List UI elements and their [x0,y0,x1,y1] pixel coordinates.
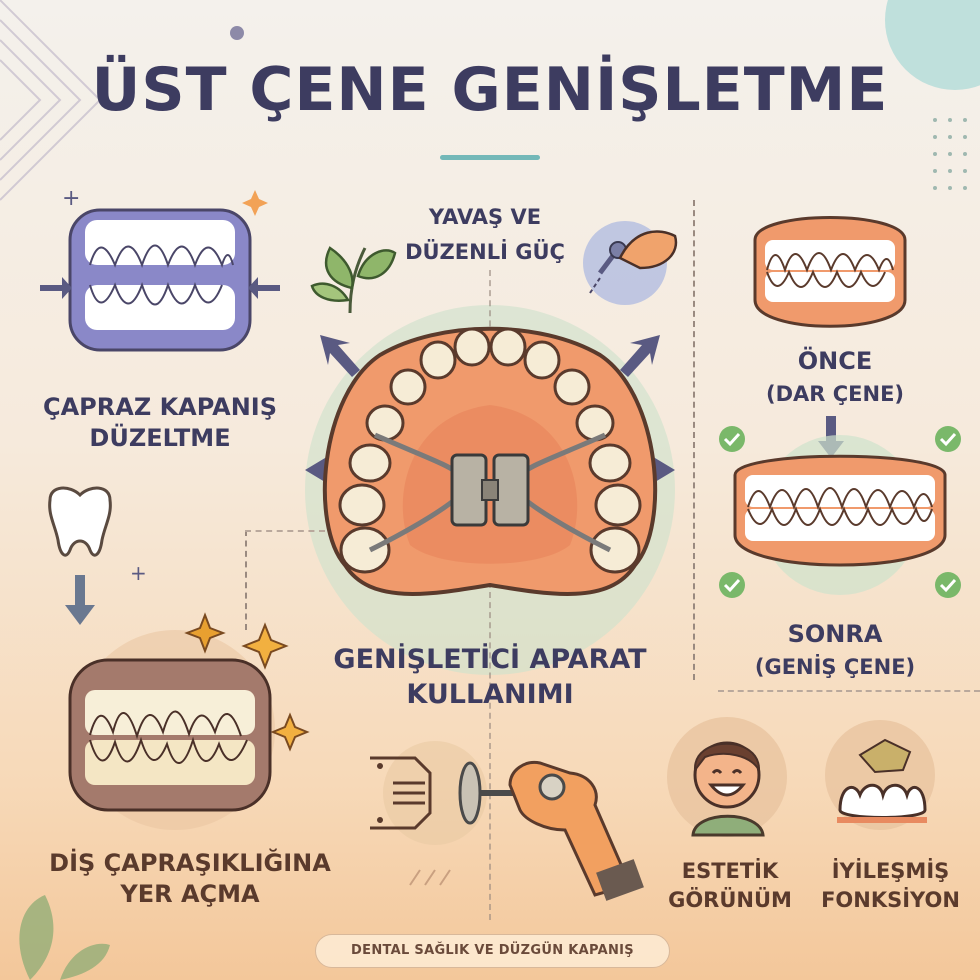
crossbite-illustration: + [40,186,280,352]
page-title: ÜST ÇENE GENİŞLETME [91,55,889,125]
after-label-line1: SONRA [787,620,883,648]
sparkle-icon [184,612,226,654]
before-label: ÖNCE (DAR ÇENE) [720,344,950,409]
crossbite-label: ÇAPRAZ KAPANIŞ DÜZELTME [25,392,295,454]
divider-center [489,270,491,920]
svg-text:+: + [130,561,147,585]
appliance-label-line1: GENİŞLETİCİ APARAT [333,644,647,675]
before-label-line1: ÖNCE [797,347,873,375]
force-label-line1: YAVAŞ VE [428,205,542,229]
divider-horizontal [718,690,980,692]
crowding-label-line2: YER AÇMA [120,880,260,909]
aesthetic-label: ESTETİK GÖRÜNÜM [655,857,805,916]
arrow-icon [320,335,360,377]
divider-vertical [693,200,695,680]
after-label: SONRA (GENİŞ ÇENE) [720,617,950,682]
sparkle-icon [242,190,268,216]
crowding-label: DİŞ ÇAPRAŞIKLIĞINA YER AÇMA [20,848,360,910]
crowding-label-line1: DİŞ ÇAPRAŞIKLIĞINA [49,849,331,877]
crowding-illustration [68,612,310,830]
appliance-label: GENİŞLETİCİ APARAT KULLANIMI [320,643,660,712]
tooth-icon: + [48,486,147,625]
key-icon [583,221,678,305]
function-label: İYİLEŞMİŞ FONKSİYON [808,857,973,916]
title-underline [440,155,540,160]
force-label: YAVAŞ VE DÜZENLİ GÜÇ [385,200,585,269]
screw-icon [370,741,515,845]
function-label-line1: İYİLEŞMİŞ [831,859,950,883]
crossbite-label-line1: ÇAPRAZ KAPANIŞ [42,393,278,421]
connector-line [245,530,325,532]
sparkle-icon [241,622,289,670]
after-illustration [719,426,961,598]
aesthetic-label-line1: ESTETİK [681,859,779,883]
leaf-icon-corner [19,895,110,980]
connector-line [245,530,247,630]
sparkle-icon [270,712,310,752]
before-illustration [753,216,907,328]
before-label-line2: (DAR ÇENE) [765,381,905,406]
leaf-icon [310,246,397,314]
expander-appliance-illustration [305,326,675,596]
appliance-label-line2: KULLANIMI [406,678,574,710]
function-teeth-icon [825,720,935,830]
footer-banner: DENTAL SAĞLIK VE DÜZGÜN KAPANIŞ [315,934,670,968]
svg-text:+: + [62,186,80,211]
check-icon [719,426,961,598]
after-label-line2: (GENİŞ ÇENE) [754,654,916,679]
arrow-icon [620,335,660,377]
crossbite-label-line2: DÜZELTME [89,424,231,453]
hand-icon [409,760,644,901]
smile-face-icon [667,717,787,837]
aesthetic-label-line2: GÖRÜNÜM [668,888,792,913]
function-label-line2: FONKSİYON [821,888,960,913]
force-label-line2: DÜZENLİ GÜÇ [405,239,565,264]
